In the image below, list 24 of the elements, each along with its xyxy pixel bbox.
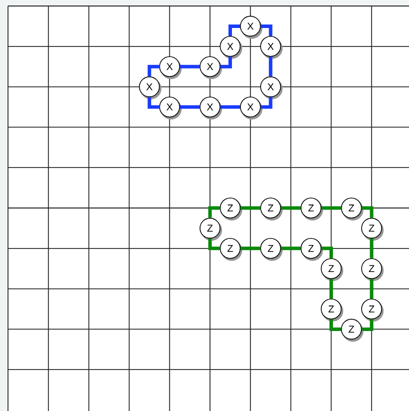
- connector-line: [260, 97, 272, 109]
- connector-line: [321, 246, 333, 258]
- connector-line: [208, 206, 220, 218]
- connector-line: [362, 319, 374, 331]
- connector-line: [362, 206, 374, 218]
- connector-line: [281, 206, 301, 210]
- connector-line: [329, 279, 333, 299]
- connector-line: [240, 206, 260, 210]
- connector-line: [220, 56, 232, 68]
- connector-line: [148, 64, 160, 76]
- connector-line: [329, 319, 341, 331]
- connector-line: [220, 105, 240, 109]
- connector-line: [208, 238, 220, 250]
- connector-line: [268, 56, 272, 76]
- connector-line: [180, 105, 200, 109]
- connector-line: [321, 206, 341, 210]
- connector-line: [240, 246, 260, 250]
- connector-line: [370, 279, 374, 299]
- connector-line: [281, 246, 301, 250]
- connector-line: [180, 64, 200, 68]
- connector-line: [370, 238, 374, 258]
- connector-line: [148, 97, 160, 109]
- connector-line: [228, 24, 240, 36]
- connector-line: [260, 24, 272, 36]
